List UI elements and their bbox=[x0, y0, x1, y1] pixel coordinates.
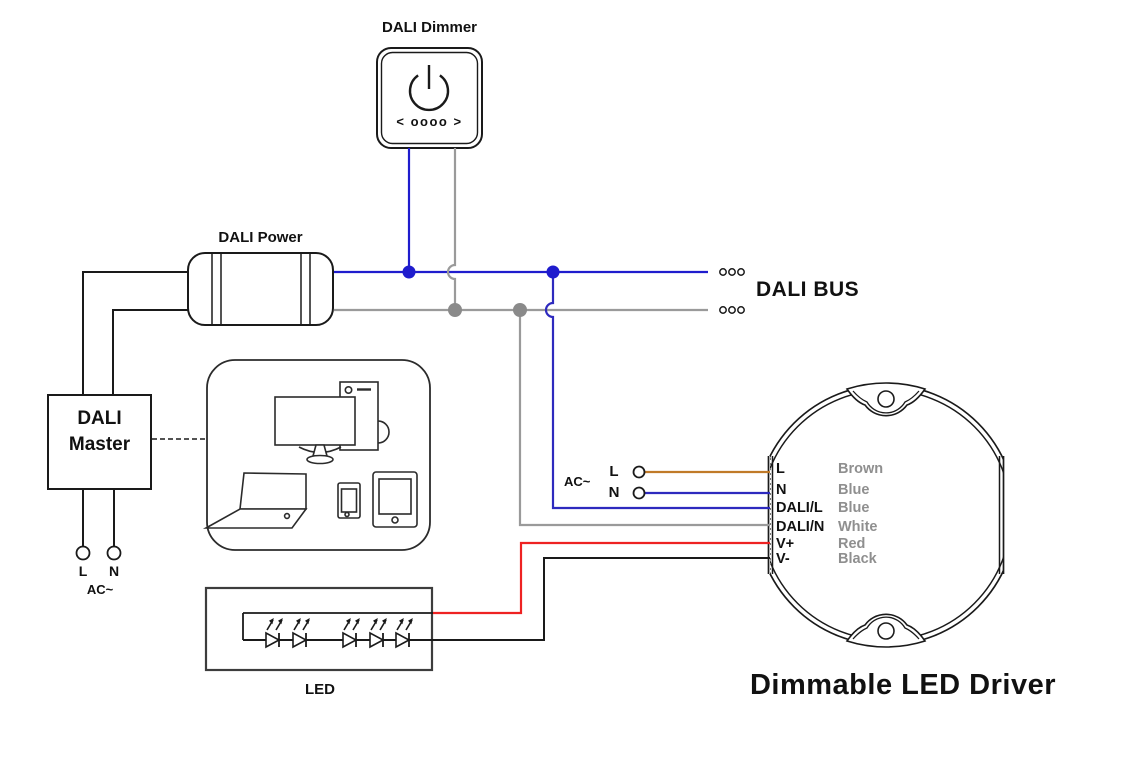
master-title: DALI Master bbox=[68, 408, 131, 455]
junction-dot-blue bbox=[402, 265, 416, 279]
led-icon bbox=[395, 617, 414, 648]
smartphone-icon bbox=[337, 482, 361, 519]
led-module bbox=[204, 557, 770, 672]
led-string-wire bbox=[243, 557, 770, 641]
bus-continuation-dots-top bbox=[719, 268, 745, 276]
terminal-label: DALI/L bbox=[776, 500, 823, 516]
terminal-label: V+ bbox=[776, 536, 795, 552]
wire-color-label: White bbox=[838, 519, 878, 535]
driver-bottom-mounting-tab bbox=[845, 613, 927, 648]
junction-dot-gray bbox=[448, 303, 462, 317]
wire-color-label: Blue bbox=[838, 482, 870, 498]
terminal-label: DALI/N bbox=[776, 519, 825, 535]
junction-dot-blue bbox=[546, 265, 560, 279]
mains-neutral-label: N bbox=[108, 563, 120, 579]
led-icon bbox=[369, 617, 388, 648]
master-mains-wires bbox=[75, 489, 122, 561]
led-icon bbox=[342, 617, 361, 648]
mains-terminal-l bbox=[75, 545, 91, 561]
dimmer-scroll-buttons: < oooo > bbox=[396, 114, 463, 129]
driver-ac-label: AC~ bbox=[564, 474, 591, 489]
wire-color-label: Brown bbox=[838, 461, 884, 477]
mains-line-label: L bbox=[78, 563, 88, 579]
mains-terminal-n bbox=[106, 545, 122, 561]
ac-terminal-l bbox=[632, 465, 646, 479]
dali-bus-title: DALI BUS bbox=[756, 278, 860, 301]
driver-ac-input bbox=[632, 465, 770, 500]
v-plus-wire bbox=[433, 541, 770, 615]
bus-driver-wires bbox=[518, 272, 770, 527]
driver-left-terminal-edge bbox=[767, 456, 774, 574]
power-icon bbox=[408, 65, 450, 112]
led-module-title: LED bbox=[305, 681, 335, 698]
dimmer-bus-wires bbox=[407, 148, 457, 310]
laptop-icon bbox=[202, 472, 308, 529]
wire-color-label: Black bbox=[838, 551, 877, 567]
desktop-computer-icon bbox=[274, 381, 390, 465]
terminal-label: N bbox=[776, 482, 787, 498]
led-icon bbox=[265, 617, 284, 648]
ac-terminal-n bbox=[632, 486, 646, 500]
power-supply-title: DALI Power bbox=[218, 229, 303, 246]
driver-top-mounting-tab bbox=[845, 382, 927, 417]
bus-junction-dots bbox=[402, 265, 560, 317]
driver-neutral-label: N bbox=[608, 484, 620, 501]
wire-color-label: Red bbox=[838, 536, 866, 552]
dali-bus-lines bbox=[334, 268, 745, 314]
dimmer-gray-wire bbox=[446, 148, 457, 310]
wire-color-label: Blue bbox=[838, 500, 870, 516]
screw-hole-icon bbox=[877, 622, 895, 640]
dali-n-wire bbox=[518, 310, 770, 527]
led-icon bbox=[292, 617, 311, 648]
driver-right-flat-edge bbox=[998, 456, 1005, 574]
dimmer-title: DALI Dimmer bbox=[381, 19, 478, 36]
dali-dimmer-device bbox=[376, 47, 483, 149]
mains-ac-label: AC~ bbox=[86, 582, 114, 597]
driver-line-label: L bbox=[609, 463, 619, 480]
screw-hole-icon bbox=[877, 390, 895, 408]
master-power-wires bbox=[82, 271, 188, 395]
dali-power-device bbox=[187, 252, 334, 326]
terminal-label: L bbox=[776, 461, 785, 477]
tablet-icon bbox=[372, 471, 418, 528]
junction-dot-gray bbox=[513, 303, 527, 317]
dali-l-wire bbox=[544, 272, 770, 510]
driver-title: Dimmable LED Driver bbox=[749, 669, 1057, 701]
terminal-label: V- bbox=[776, 551, 790, 567]
led-driver-device bbox=[750, 382, 1024, 648]
control-devices-group bbox=[202, 359, 431, 551]
bus-continuation-dots-bottom bbox=[719, 306, 745, 314]
dali-master-device bbox=[47, 394, 152, 490]
